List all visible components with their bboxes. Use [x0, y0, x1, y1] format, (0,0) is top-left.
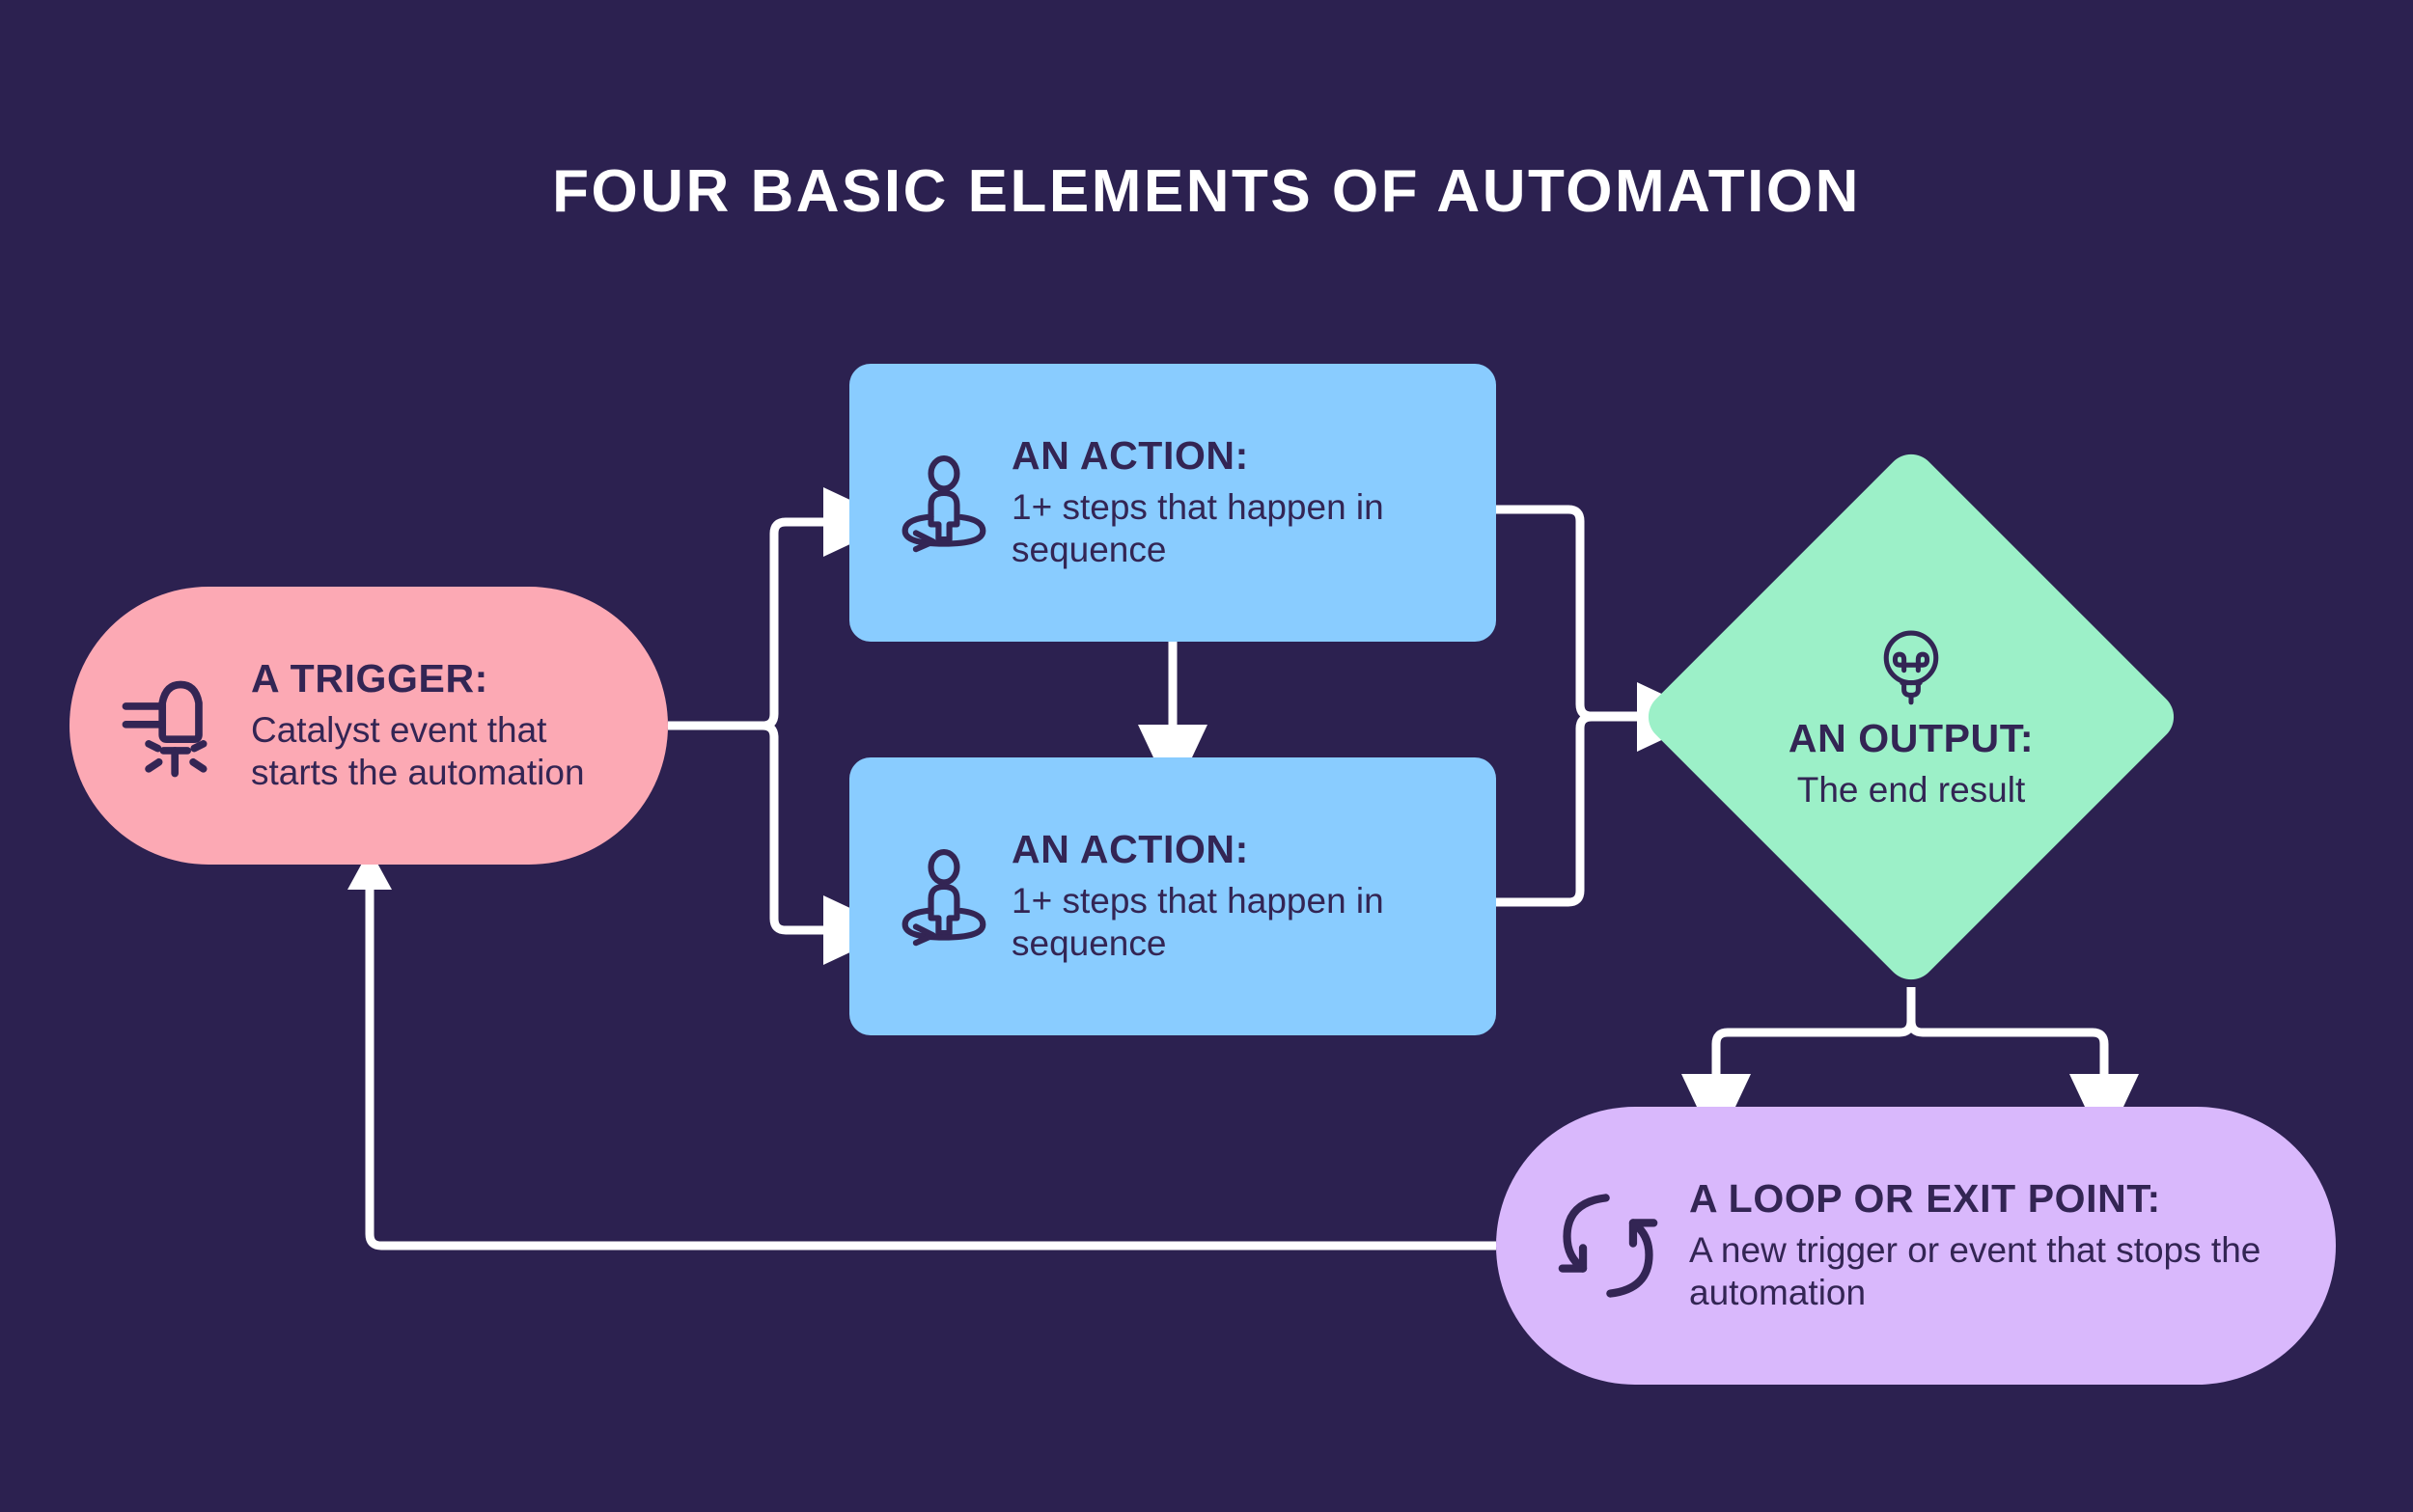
connector-action-one-to-output	[1496, 505, 1641, 721]
output-label: AN OUTPUT:	[1788, 715, 2035, 760]
connector-trigger-to-action-two	[762, 721, 898, 965]
action-two-text-block: AN ACTION: 1+ steps that happen in seque…	[1006, 826, 1473, 966]
trigger-description: Catalyst event that starts the automatio…	[251, 709, 585, 792]
node-loop-or-exit[interactable]: A LOOP OR EXIT POINT: A new trigger or e…	[1496, 1107, 2336, 1385]
trigger-text-block: A TRIGGER: Catalyst event that starts th…	[241, 655, 635, 795]
action-one-description: 1+ steps that happen in sequence	[1012, 486, 1384, 569]
node-trigger[interactable]: A TRIGGER: Catalyst event that starts th…	[69, 587, 668, 865]
output-content: AN OUTPUT: The end result	[1641, 447, 2181, 987]
person-cycle-icon	[882, 842, 1006, 950]
node-output[interactable]: AN OUTPUT: The end result	[1638, 444, 2184, 990]
lightbulb-icon	[1867, 622, 1955, 711]
action-two-label: AN ACTION:	[1012, 826, 1249, 871]
connector-output-to-loop-right	[1906, 1020, 2139, 1148]
node-action-one[interactable]: AN ACTION: 1+ steps that happen in seque…	[849, 364, 1496, 642]
output-description: The end result	[1796, 769, 2026, 810]
person-cycle-icon	[882, 449, 1006, 557]
connector-output-to-loop-left	[1681, 1020, 1916, 1148]
action-one-label: AN ACTION:	[1012, 432, 1249, 478]
trigger-label: A TRIGGER:	[251, 655, 488, 701]
refresh-loop-icon	[1540, 1189, 1676, 1303]
loop-label: A LOOP OR EXIT POINT:	[1689, 1175, 2161, 1221]
node-action-two[interactable]: AN ACTION: 1+ steps that happen in seque…	[849, 757, 1496, 1035]
page-title: FOUR BASIC ELEMENTS OF AUTOMATION	[552, 158, 1861, 225]
bullet-impact-icon	[106, 669, 241, 783]
loop-text-block: A LOOP OR EXIT POINT: A new trigger or e…	[1676, 1175, 2297, 1315]
connector-trigger-to-action-one	[762, 487, 898, 730]
loop-description: A new trigger or event that stops the au…	[1689, 1229, 2261, 1312]
connector-loop-to-trigger	[365, 873, 1496, 1251]
action-one-text-block: AN ACTION: 1+ steps that happen in seque…	[1006, 432, 1473, 572]
action-two-description: 1+ steps that happen in sequence	[1012, 880, 1384, 963]
connector-loop-to-trigger-arrowhead	[347, 849, 392, 890]
connector-action-two-to-output	[1496, 712, 1641, 907]
